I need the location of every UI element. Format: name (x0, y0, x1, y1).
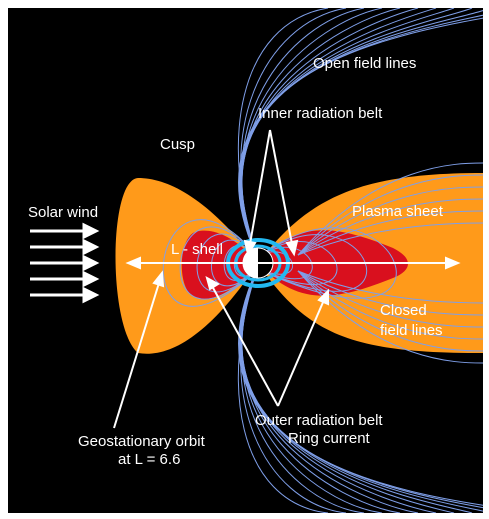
geostationary-orbit-label-2: at L = 6.6 (118, 451, 180, 468)
cusp-label: Cusp (160, 136, 195, 153)
field-line-open-north (241, 8, 401, 260)
solar-wind-arrows (30, 222, 100, 304)
field-line-open-south (241, 266, 419, 513)
geostationary-orbit-label-1: Geostationary orbit (78, 433, 206, 450)
field-line-tail-south (297, 270, 483, 328)
closed-field-lines-label-2: field lines (380, 322, 443, 339)
outer-belt-pointers (205, 275, 329, 407)
field-line-open-north (241, 8, 437, 260)
closed-field-lines-label-1: Closed (380, 302, 427, 319)
inner-radiation-belt-label: Inner radiation belt (258, 105, 383, 122)
field-line-tail-north (297, 186, 483, 256)
inner-belt-pointers (243, 129, 299, 257)
field-line-open-north (241, 8, 419, 260)
open-field-lines-label: Open field lines (313, 55, 416, 72)
field-line-open-south (240, 266, 455, 513)
field-line-open-north (239, 10, 483, 260)
field-line-tail-north (297, 174, 483, 256)
outer-radiation-belt-label: Outer radiation belt (255, 412, 383, 429)
field-line-tail-north (297, 162, 483, 256)
l-shell-arrow (125, 256, 461, 270)
field-line-tail-south (297, 270, 483, 316)
field-line-open-north (240, 8, 455, 260)
geostationary-pointer (113, 270, 165, 429)
field-line-tail-north (297, 210, 483, 256)
field-line-open-south (239, 266, 483, 512)
field-line-open-north (238, 17, 483, 260)
field-line-open-north (239, 8, 473, 260)
solar-wind-label: Solar wind (28, 204, 98, 221)
plasma-sheet-label: Plasma sheet (352, 203, 444, 220)
field-line-open-south (241, 266, 401, 513)
ring-current-label: Ring current (288, 430, 371, 447)
field-line-open-south (241, 266, 383, 513)
l-shell-label: L - shell (171, 241, 223, 258)
field-line-open-north (241, 8, 383, 260)
field-line-tail-north (297, 198, 483, 256)
field-line-tail-north (297, 222, 483, 256)
field-line-tail-south (297, 270, 483, 304)
magnetosphere-diagram: Open field lines Inner radiation belt Cu… (8, 8, 483, 513)
